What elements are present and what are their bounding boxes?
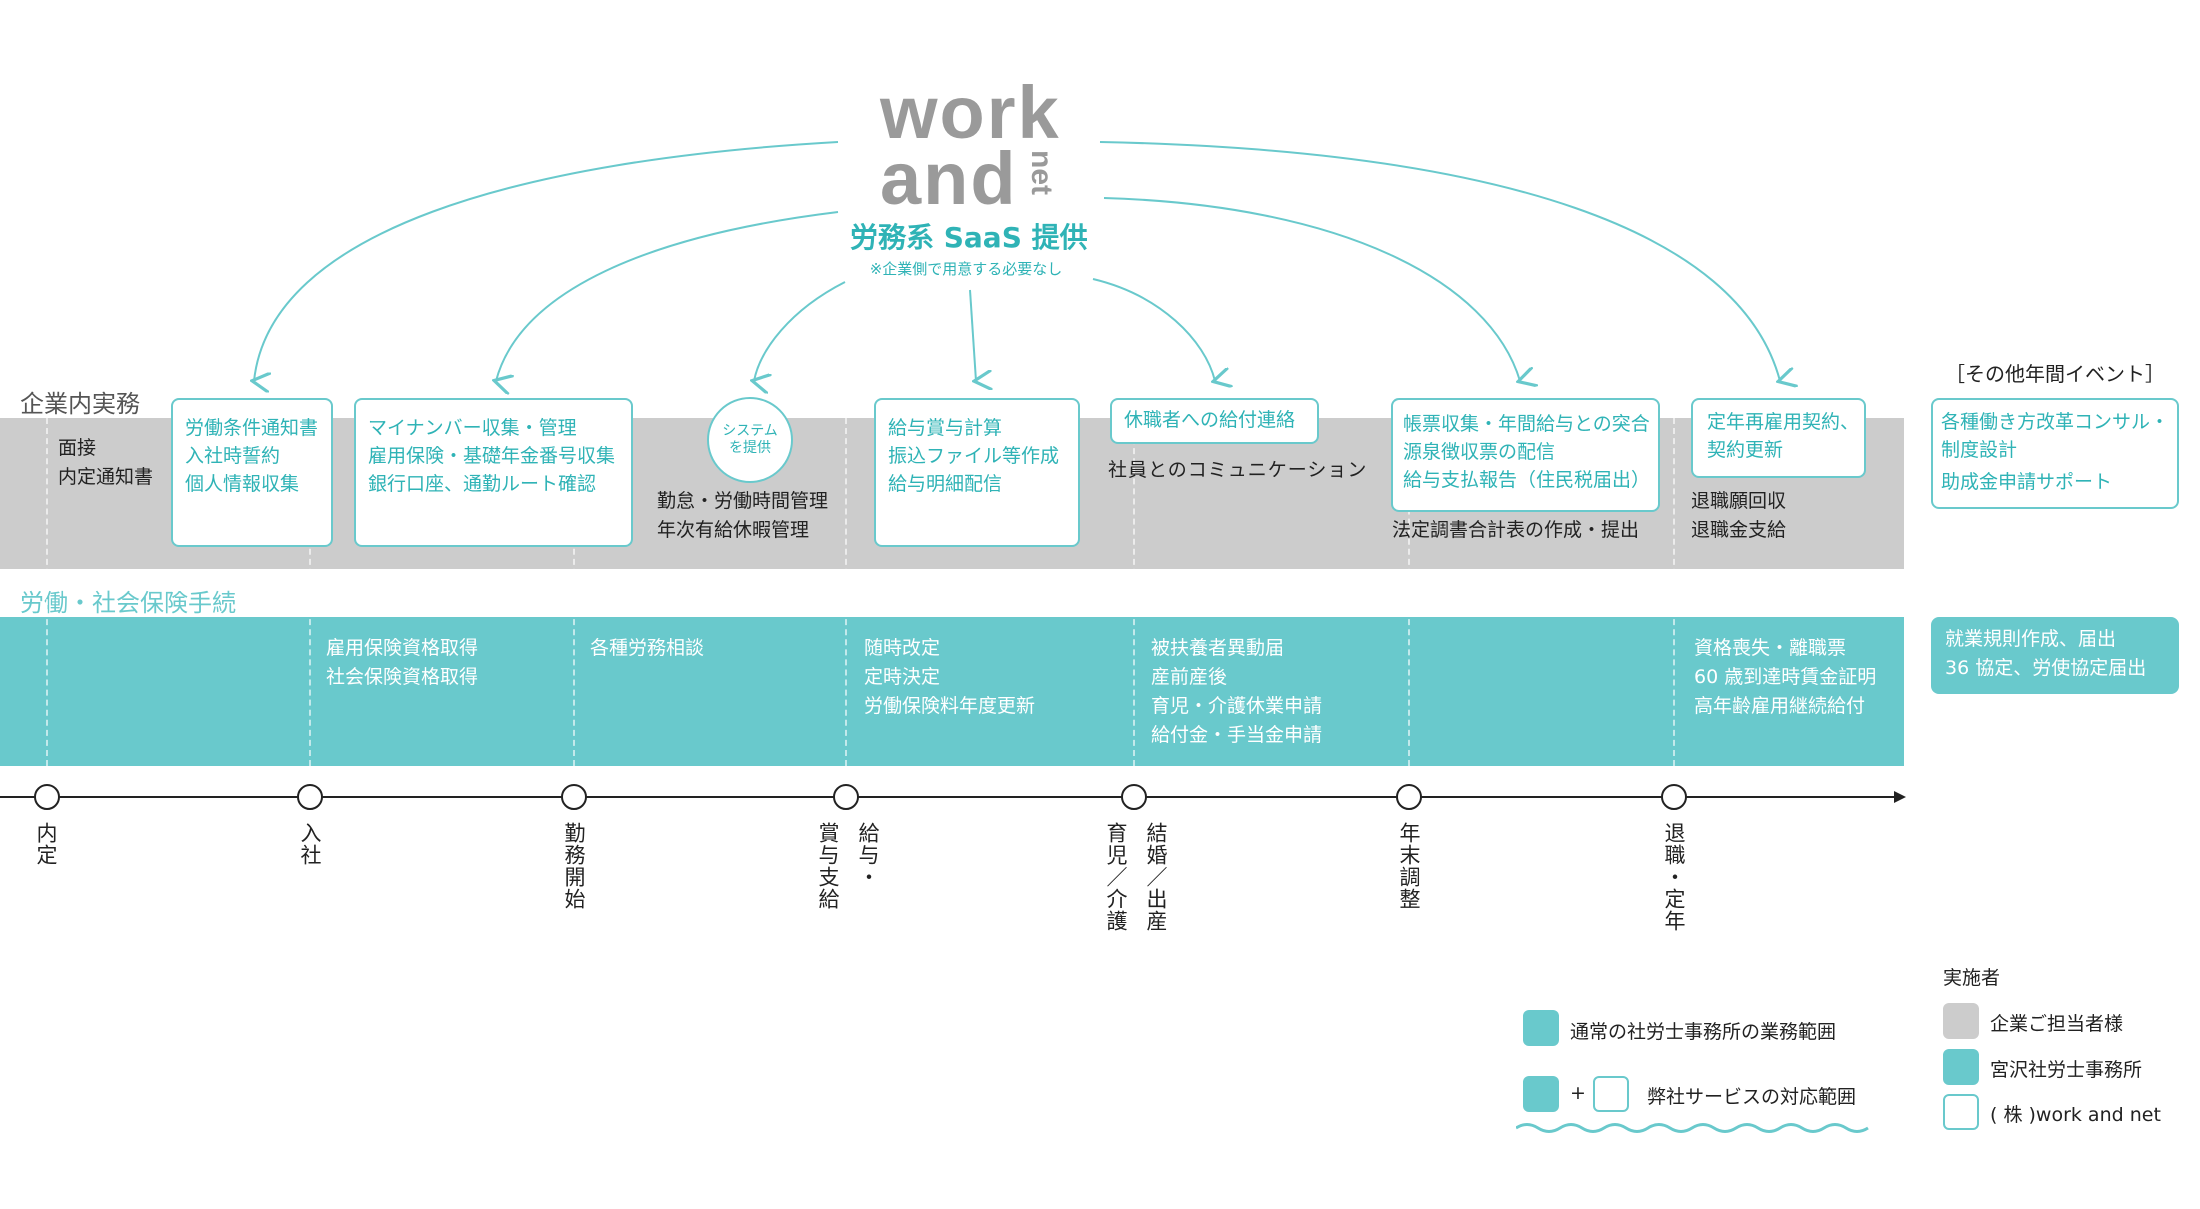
logo: work and: [880, 76, 1061, 216]
logo-and: and: [880, 137, 1018, 220]
timeline-node: [561, 784, 587, 810]
arrow-2: [496, 211, 839, 381]
timeline-label-marriage-b: 育児／介護: [1104, 822, 1128, 932]
service-note: ※企業側で用意する必要なし: [869, 260, 1063, 278]
arrow-1: [254, 141, 839, 381]
timeline-label-retire: 退職・定年: [1662, 822, 1686, 932]
timeline-label-start: 勤務開始: [562, 822, 586, 910]
service-title: 労務系 SaaS 提供: [850, 221, 1088, 254]
timeline-node: [34, 784, 60, 810]
task-box-other: 各種働き方改革コンサル・制度設計助成金申請サポート: [1931, 398, 2179, 509]
legend-wave: [1516, 1123, 1869, 1133]
task-legal-report: 法定調書合計表の作成・提出: [1392, 519, 1640, 541]
task-box-year-end: 帳票収集・年間給与との突合源泉徴収票の配信給与支払報告（住民税届出）: [1391, 398, 1660, 512]
timeline-label-offer: 内定: [34, 822, 58, 866]
timeline-axis: [0, 796, 1896, 798]
legend-swatch-teal: [1943, 1049, 1979, 1085]
timeline-node: [1661, 784, 1687, 810]
task-communication: 社員とのコミュニケーション: [1108, 459, 1368, 481]
legend-swatch-white: [1943, 1094, 1979, 1130]
insurance-consult: 各種労務相談: [590, 637, 705, 659]
timeline-arrowhead: [1894, 791, 1906, 803]
arrow-5: [1092, 278, 1215, 381]
task-box-reemployment: 定年再雇用契約、契約更新: [1691, 398, 1866, 478]
legend-actor-company: 企業ご担当者様: [1990, 1013, 2124, 1035]
section-company-label: 企業内実務: [20, 390, 140, 418]
timeline-node: [833, 784, 859, 810]
arrow-4: [969, 289, 976, 381]
legend-swatch-teal: [1523, 1010, 1559, 1046]
legend-scope-normal: 通常の社労士事務所の業務範囲: [1570, 1021, 1837, 1043]
arrow-7: [1099, 141, 1780, 381]
timeline-label-marriage-a: 結婚／出産: [1144, 822, 1168, 932]
task-interview: 面接内定通知書: [58, 437, 154, 488]
timeline-node: [297, 784, 323, 810]
section-other-label: ［その他年間イベント］: [1945, 362, 2165, 386]
divider: [1673, 418, 1675, 766]
divider: [845, 418, 847, 766]
divider: [309, 418, 311, 766]
timeline-label-yearend: 年末調整: [1397, 822, 1421, 910]
legend-actor-office: 宮沢社労士事務所: [1990, 1059, 2143, 1081]
timeline-label-pay-b: 賞与支給: [816, 822, 840, 910]
arrow-6: [1103, 197, 1520, 381]
arrow-3: [754, 281, 846, 381]
timeline-label-pay-a: 給与・: [856, 822, 880, 888]
logo-work: work: [880, 71, 1061, 154]
legend-swatch-teal: [1523, 1076, 1559, 1112]
insurance-acquisition: 雇用保険資格取得社会保険資格取得: [326, 637, 479, 688]
divider: [573, 418, 575, 766]
divider: [1133, 418, 1135, 766]
timeline-label-join: 入社: [298, 822, 322, 866]
legend-scope-ours: 弊社サービスの対応範囲: [1647, 1086, 1857, 1108]
legend-swatch-gray: [1943, 1003, 1979, 1039]
divider: [1408, 418, 1410, 766]
timeline-node: [1396, 784, 1422, 810]
legend-swatch-white: [1593, 1076, 1629, 1112]
legend-plus: +: [1570, 1082, 1586, 1104]
service-arrows: [0, 141, 2200, 420]
insurance-band: [0, 617, 1904, 766]
divider: [46, 418, 48, 766]
legend-actor-wan: ( 株 )work and net: [1990, 1104, 2161, 1126]
task-retirement: 退職願回収退職金支給: [1691, 490, 1787, 541]
insurance-family: 被扶養者異動届産前産後育児・介護休業申請給付金・手当金申請: [1151, 637, 1323, 746]
task-attendance: 勤怠・労働時間管理年次有給休暇管理: [657, 490, 829, 541]
section-insurance-label: 労働・社会保険手続: [20, 589, 236, 617]
task-box-payroll: 給与賞与計算振込ファイル等作成給与明細配信: [874, 398, 1080, 547]
task-box-onboarding-docs: 労働条件通知書入社時誓約個人情報収集: [171, 398, 333, 547]
timeline-node: [1121, 784, 1147, 810]
task-box-mynumber: マイナンバー収集・管理雇用保険・基礎年金番号収集銀行口座、通勤ルート確認: [354, 398, 633, 547]
system-badge: システムを提供: [707, 397, 793, 483]
insurance-revision: 随時改定定時決定労働保険料年度更新: [864, 637, 1036, 717]
legend-actor-title: 実施者: [1943, 967, 2001, 989]
task-box-leave-contact: 休職者への給付連絡: [1110, 398, 1319, 444]
